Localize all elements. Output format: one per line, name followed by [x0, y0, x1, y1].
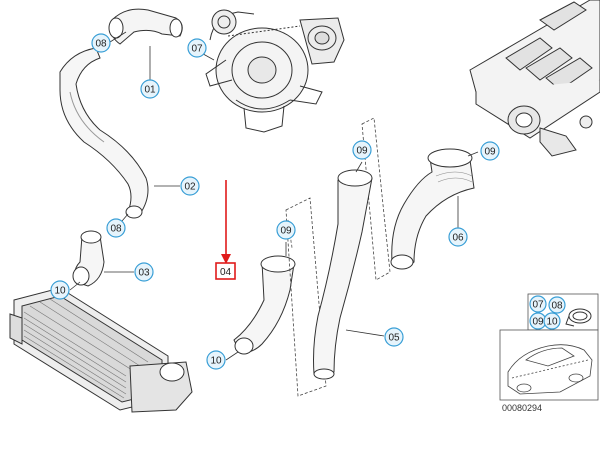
callout-07-box: 07	[529, 295, 547, 313]
highlight-arrow	[221, 180, 231, 264]
callout-07-top: 07	[187, 38, 207, 58]
hose-part-06	[390, 148, 475, 270]
vehicle-pictogram	[499, 329, 599, 401]
callout-01: 01	[140, 79, 160, 99]
svg-text:02: 02	[184, 182, 196, 193]
svg-text:09: 09	[356, 146, 368, 157]
callout-03: 03	[134, 262, 154, 282]
svg-text:09: 09	[532, 317, 544, 328]
callout-06: 06	[448, 227, 468, 247]
hose-part-03	[72, 230, 105, 287]
callout-08-top: 08	[91, 33, 111, 53]
callout-10-left: 10	[50, 280, 70, 300]
callout-08-box: 08	[548, 296, 566, 314]
diagram-reference-number: 00080294	[502, 403, 542, 413]
hose-part-04	[233, 219, 296, 355]
svg-text:10: 10	[54, 286, 66, 297]
svg-text:09: 09	[484, 147, 496, 158]
svg-text:01: 01	[144, 85, 156, 96]
svg-text:08: 08	[551, 301, 563, 312]
turbocharger	[205, 9, 345, 133]
callout-09-hose06: 09	[480, 141, 500, 161]
svg-text:10: 10	[210, 356, 222, 367]
svg-text:07: 07	[532, 300, 544, 311]
callout-10-bottom: 10	[206, 350, 226, 370]
hose-top-short	[108, 8, 183, 45]
svg-text:07: 07	[191, 44, 203, 55]
svg-text:06: 06	[452, 233, 464, 244]
highlighted-part-label: 04	[215, 262, 236, 280]
svg-text:08: 08	[110, 224, 122, 235]
callout-05: 05	[384, 327, 404, 347]
callout-labels: 08 07 01 02 08 03 10 09	[50, 33, 566, 370]
callout-09-hose04: 09	[276, 220, 296, 240]
hose-clamp-icon	[565, 308, 592, 327]
svg-text:09: 09	[280, 226, 292, 237]
callout-02: 02	[180, 176, 200, 196]
svg-text:08: 08	[95, 39, 107, 50]
hose-part-05-frame	[285, 117, 391, 397]
svg-text:10: 10	[546, 317, 558, 328]
svg-text:03: 03	[138, 268, 150, 279]
intake-manifold	[469, 0, 600, 157]
callout-09-box: 09	[529, 312, 547, 330]
hose-part-05	[313, 169, 373, 380]
svg-text:04: 04	[220, 267, 232, 278]
svg-text:05: 05	[388, 333, 400, 344]
callout-08-mid: 08	[106, 218, 126, 238]
hose-part-01-02	[59, 47, 149, 219]
intercooler	[9, 287, 193, 413]
callout-10-box: 10	[543, 312, 561, 330]
callout-09-hose05: 09	[352, 140, 372, 160]
